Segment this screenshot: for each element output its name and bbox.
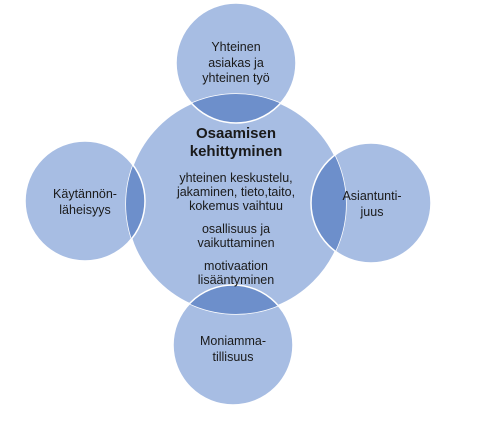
node-left-circle <box>25 141 145 261</box>
node-right-outline <box>310 142 432 264</box>
node-bottom-line-2: tillisuus <box>212 349 254 364</box>
node-top-circle <box>176 3 296 123</box>
center-body-1-line-3: kokemus vaihtuu <box>189 199 283 213</box>
node-left-label: Käytännön- läheisyys <box>35 187 135 218</box>
node-top-line-3: yhteinen työ <box>202 71 270 86</box>
center-title-line-1: Osaamisen <box>195 125 277 142</box>
node-top-label: Yhteinen asiakas ja yhteinen työ <box>186 40 286 87</box>
node-bottom-outline <box>172 284 294 406</box>
center-body-2-line-1: osallisuus ja <box>201 222 271 236</box>
center-body-block-3: motivaation lisääntyminen <box>161 259 311 287</box>
node-bottom-label: Moniamma- tillisuus <box>183 334 283 365</box>
center-body-3-line-1: motivaation <box>204 259 268 273</box>
center-body-2-line-2: vaikuttaminen <box>197 236 275 250</box>
center-title-line-2: kehittyminen <box>189 143 283 160</box>
node-top-line-1: Yhteinen <box>211 40 261 54</box>
node-bottom-line-1: Moniamma- <box>200 334 266 348</box>
center-body-block-2: osallisuus ja vaikuttaminen <box>161 222 311 250</box>
center-body-block-1: yhteinen keskustelu, jakaminen, tieto,ta… <box>161 171 311 213</box>
node-right-line-1: Asiantunti- <box>342 189 402 203</box>
center-title: Osaamisen kehittyminen <box>161 125 311 161</box>
node-left-line-1: Käytännön- <box>53 187 117 201</box>
center-body-1-line-2: jakaminen, tieto,taito, <box>176 185 296 199</box>
node-top-outline <box>175 2 297 124</box>
center-body-3-line-2: lisääntyminen <box>197 273 275 287</box>
node-top-line-2: asiakas ja <box>208 55 264 70</box>
node-right-line-2: juus <box>360 204 384 219</box>
node-bottom-circle <box>173 285 293 405</box>
node-right-label: Asiantunti- juus <box>322 189 422 220</box>
node-left-outline <box>24 140 146 262</box>
center-body-1-line-1: yhteinen keskustelu, <box>179 171 293 185</box>
node-left-line-2: läheisyys <box>59 202 111 217</box>
overlap-right <box>311 143 346 263</box>
